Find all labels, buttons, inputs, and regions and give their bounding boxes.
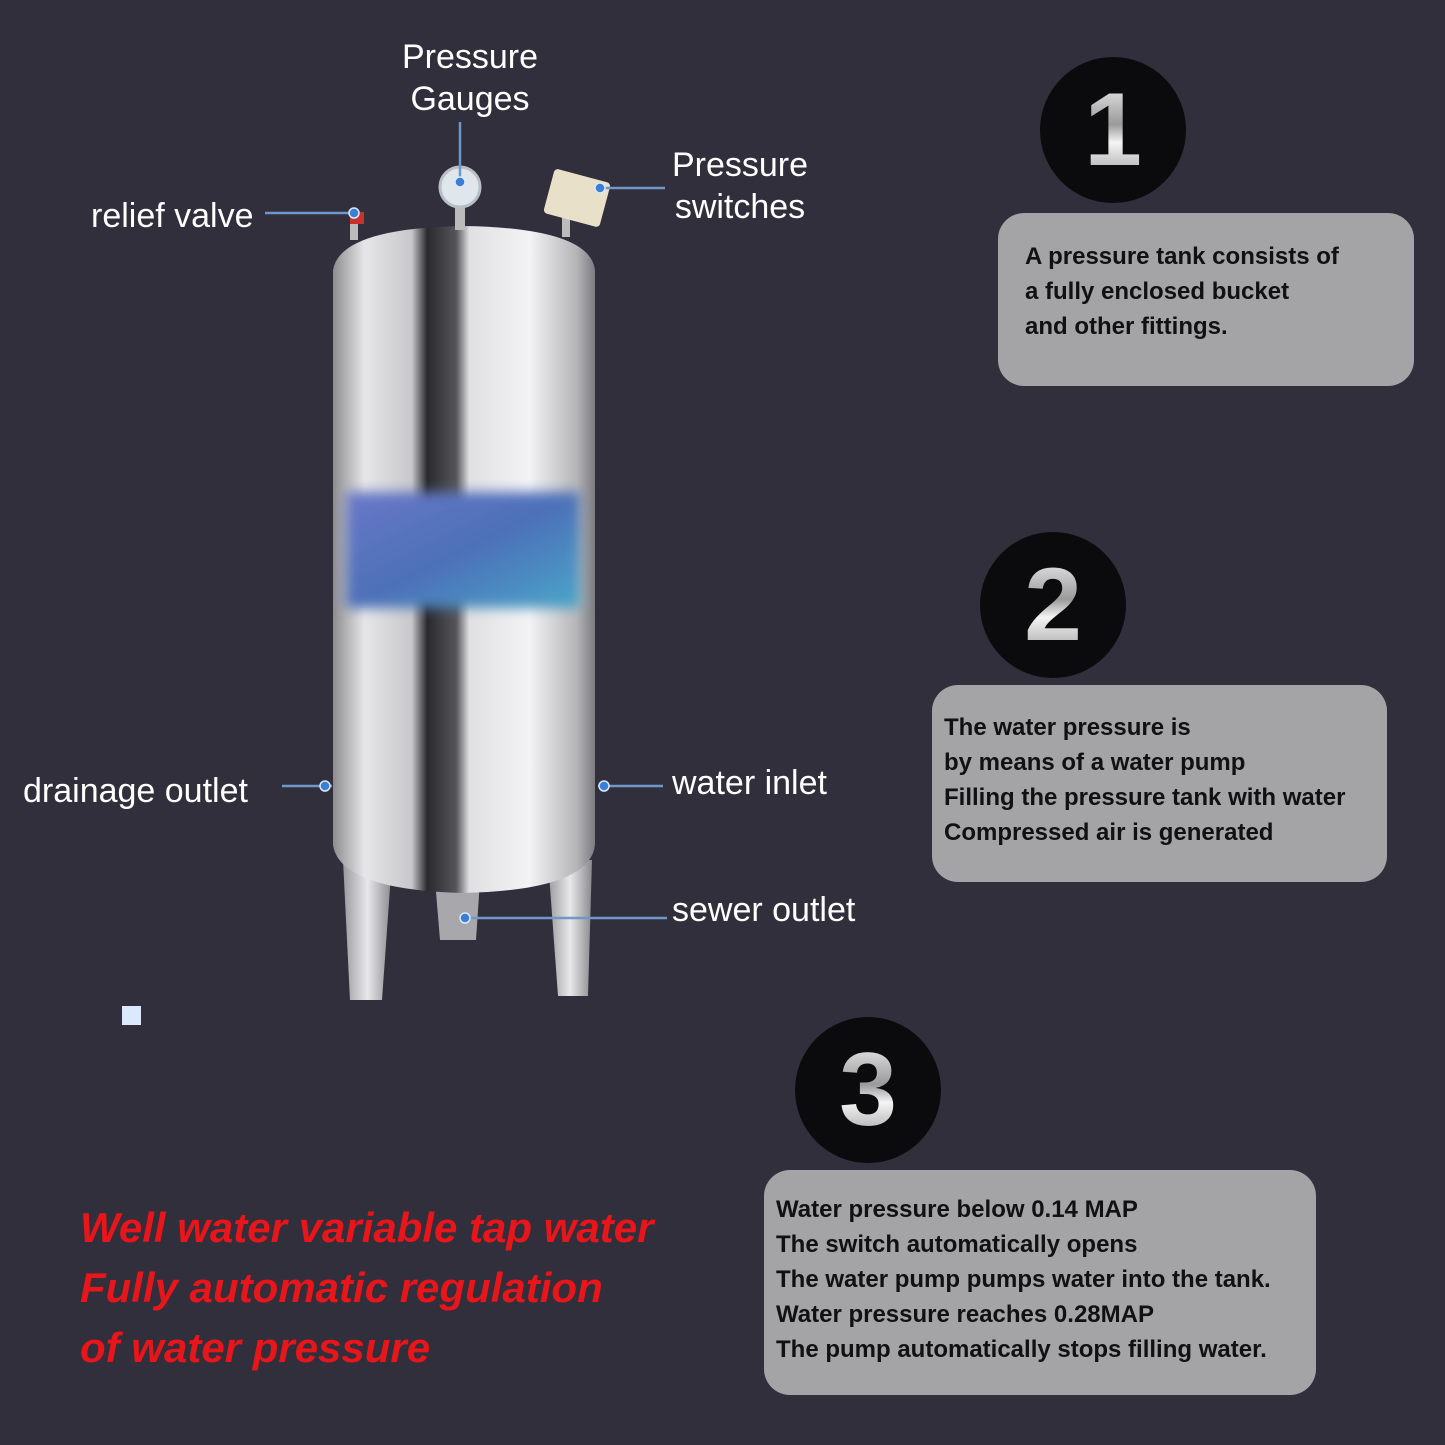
tank-legs xyxy=(343,860,592,1000)
label-line: switches xyxy=(674,188,806,226)
pressure-switch-icon xyxy=(543,169,611,237)
label-pressure-gauges: Pressure Gauges xyxy=(380,36,560,120)
step-number: 3 xyxy=(839,1031,897,1148)
step-line: a fully enclosed bucket xyxy=(1025,278,1290,305)
label-pressure-switches: Pressure switches xyxy=(660,144,820,228)
step-line: Water pressure below 0.14 MAP xyxy=(776,1196,1138,1223)
step-line: A pressure tank consists of xyxy=(1025,243,1339,270)
step-line: The water pressure is xyxy=(944,714,1191,741)
slogan-line: Fully automatic regulation xyxy=(80,1264,603,1311)
callout-dots xyxy=(319,176,610,924)
slogan-line: of water pressure xyxy=(80,1324,431,1371)
step-line: Water pressure reaches 0.28MAP xyxy=(776,1301,1154,1328)
tank-label-blurred xyxy=(346,492,580,608)
step-3-description: Water pressure below 0.14 MAP The switch… xyxy=(764,1170,1316,1395)
label-line: Pressure xyxy=(401,38,539,76)
step-number: 2 xyxy=(1024,546,1082,663)
label-line: Pressure xyxy=(671,146,809,184)
slogan-line: Well water variable tap water xyxy=(80,1204,654,1251)
label-water-inlet: water inlet xyxy=(672,764,827,802)
decorative-square xyxy=(122,1006,141,1025)
step-number: 1 xyxy=(1084,71,1142,188)
step-line: The switch automatically opens xyxy=(776,1231,1138,1258)
label-drainage-outlet: drainage outlet xyxy=(23,772,248,810)
step-line: and other fittings. xyxy=(1025,313,1228,340)
label-line: Gauges xyxy=(410,80,530,118)
step-line: The water pump pumps water into the tank… xyxy=(776,1266,1271,1293)
slogan: Well water variable tap water Fully auto… xyxy=(80,1198,653,1378)
label-sewer-outlet: sewer outlet xyxy=(672,891,856,929)
step-line: by means of a water pump xyxy=(944,749,1246,776)
step-1-number-badge: 1 xyxy=(1040,57,1186,203)
step-line: The pump automatically stops filling wat… xyxy=(776,1336,1267,1363)
step-3-number-badge: 3 xyxy=(795,1017,941,1163)
step-line: Filling the pressure tank with water xyxy=(944,784,1346,811)
step-2-description: The water pressure is by means of a wate… xyxy=(932,685,1387,882)
step-line: Compressed air is generated xyxy=(944,819,1274,846)
step-2-number-badge: 2 xyxy=(980,532,1126,678)
label-relief-valve: relief valve xyxy=(91,197,254,235)
step-1-description: A pressure tank consists of a fully encl… xyxy=(998,213,1414,386)
